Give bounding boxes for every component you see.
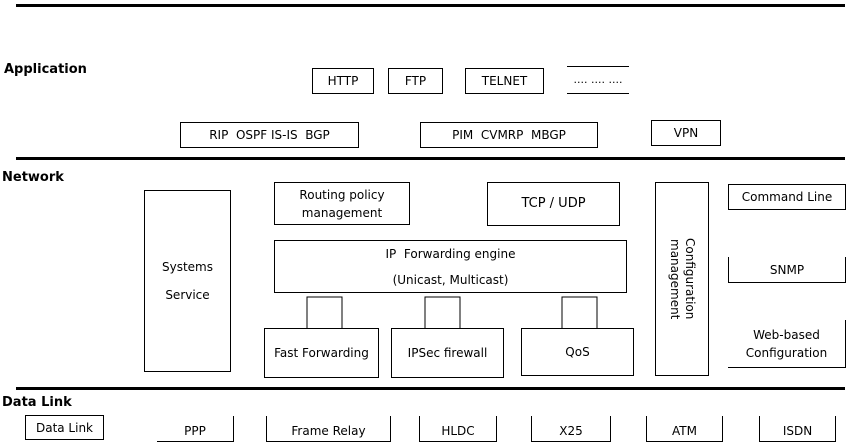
routing-policy-line1: Routing policy	[299, 187, 385, 202]
config-mgmt-text: Configuration management	[667, 238, 697, 319]
qos-box: QoS	[521, 328, 634, 376]
frame-relay-label: Frame Relay	[291, 424, 366, 438]
ipsec-firewall-box: IPSec firewall	[391, 328, 504, 378]
tcp-udp-box: TCP / UDP	[487, 182, 620, 226]
datalink-item-atm: ATM	[646, 416, 723, 442]
command-line-box: Command Line	[728, 184, 846, 210]
snmp-box: SNMP	[728, 257, 846, 283]
datalink-item-x25: X25	[531, 416, 611, 442]
network-layer-label: Network	[2, 170, 64, 185]
telnet-box: TELNET	[465, 68, 544, 94]
datalink-divider	[16, 387, 845, 390]
application-layer-label: Application	[4, 62, 87, 77]
hldc-label: HLDC	[441, 424, 475, 438]
atm-label: ATM	[672, 424, 697, 438]
ftp-box: FTP	[388, 68, 443, 94]
systems-service-line1: Systems	[162, 260, 213, 274]
config-mgmt-line2: management	[668, 238, 682, 320]
qos-connector	[561, 296, 598, 328]
web-config-line2: Configuration	[745, 345, 828, 360]
ellipsis-text: .... .... ....	[573, 73, 623, 86]
http-box: HTTP	[312, 68, 374, 94]
network-divider	[16, 157, 845, 160]
datalink-layer-label: Data Link	[2, 395, 72, 410]
isdn-label: ISDN	[782, 424, 813, 438]
snmp-label: SNMP	[769, 263, 805, 277]
datalink-item-hldc: HLDC	[419, 416, 497, 442]
datalink-item-isdn: ISDN	[759, 416, 836, 442]
systems-service-line2: Service	[165, 288, 210, 302]
unicast-routing-box: RIP OSPF IS-IS BGP	[180, 122, 359, 148]
configuration-management-box: Configuration management	[655, 182, 709, 376]
data-link-label-box: Data Link	[25, 415, 104, 440]
ppp-label: PPP	[184, 424, 206, 438]
ellipsis-protocols: .... .... ....	[567, 66, 629, 94]
vpn-box: VPN	[651, 120, 721, 146]
routing-policy-line2: management	[301, 205, 383, 220]
ip-engine-line2: (Unicast, Multicast)	[392, 272, 509, 287]
datalink-item-ppp: PPP	[157, 416, 234, 442]
ip-engine-line1: IP Forwarding engine	[385, 246, 516, 261]
systems-service-box: Systems Service	[144, 190, 231, 372]
multicast-routing-box: PIM CVMRP MBGP	[420, 122, 598, 148]
datalink-item-frame-relay: Frame Relay	[266, 416, 391, 442]
fast-forwarding-box: Fast Forwarding	[264, 328, 379, 378]
config-mgmt-line1: Configuration	[683, 238, 697, 320]
ip-forwarding-engine-box: IP Forwarding engine (Unicast, Multicast…	[274, 240, 627, 293]
routing-policy-box: Routing policy management	[274, 182, 410, 225]
x25-label: X25	[559, 424, 583, 438]
web-config-line1: Web-based	[753, 327, 820, 342]
web-config-box: Web-based Configuration	[728, 320, 846, 368]
top-divider	[16, 4, 845, 7]
